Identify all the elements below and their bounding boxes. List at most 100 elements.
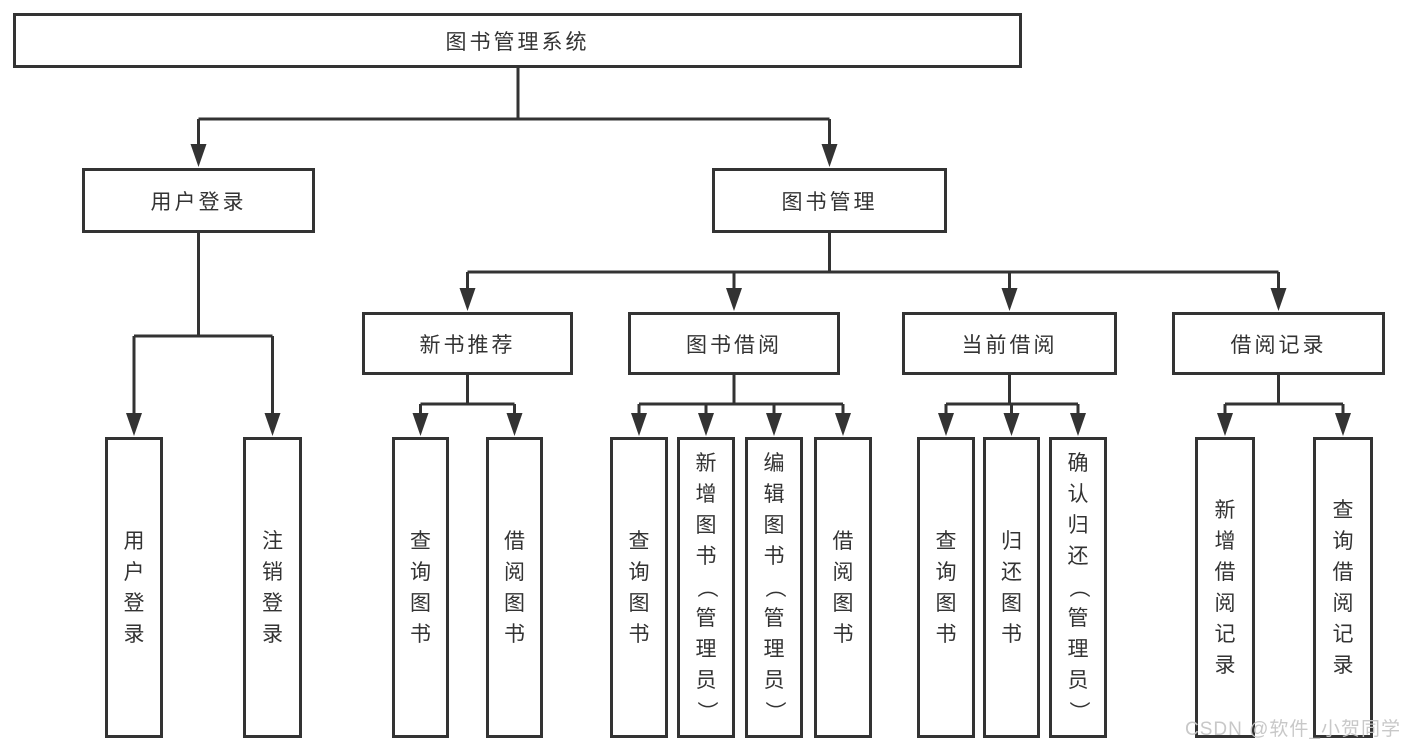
vertical-char: ） — [762, 701, 786, 722]
vertical-char: 图 — [504, 591, 525, 615]
vertical-char: 借 — [1332, 560, 1354, 584]
leaf-query-books-recommend: 查询图书 — [392, 437, 449, 738]
leaf-edit-book-admin: 编辑图书 （ 管理员 ） — [745, 437, 803, 738]
node-book-borrow: 图书借阅 — [628, 312, 840, 375]
vertical-char: 图 — [763, 514, 785, 537]
leaf-borrow-books-recommend: 借阅图书 — [486, 437, 543, 738]
vertical-char: 录 — [262, 622, 283, 646]
node-user-login: 用户登录 — [82, 168, 315, 233]
vertical-char: 注 — [262, 529, 283, 553]
vertical-char: ） — [1066, 701, 1090, 722]
vertical-char: 认 — [1067, 483, 1089, 506]
vertical-char: 图 — [628, 591, 650, 615]
vertical-char: 查 — [410, 529, 431, 553]
leaf-label: 用户登录 — [124, 531, 145, 645]
vertical-char: 图 — [935, 591, 957, 615]
vertical-char: 阅 — [832, 560, 854, 584]
vertical-char: 阅 — [504, 560, 525, 584]
vertical-char: 书 — [935, 622, 957, 646]
vertical-char: 借 — [504, 529, 525, 553]
vertical-char: 书 — [763, 545, 785, 568]
vertical-char: 查 — [628, 529, 650, 553]
vertical-char: 书 — [410, 622, 431, 646]
leaf-label: 借阅图书 — [504, 531, 525, 645]
vertical-char: 还 — [1067, 545, 1089, 568]
vertical-char: 登 — [262, 591, 283, 615]
vertical-char: 查 — [1332, 498, 1354, 522]
vertical-char: 管 — [1067, 607, 1089, 630]
vertical-char: ） — [694, 701, 718, 722]
vertical-char: 阅 — [1214, 591, 1236, 615]
vertical-char: 辑 — [763, 483, 785, 506]
vertical-char: 阅 — [1332, 591, 1354, 615]
vertical-char: 管 — [763, 607, 785, 630]
leaf-label: 借阅图书 — [833, 531, 854, 645]
leaf-label: 查询图书 — [410, 531, 431, 645]
vertical-char: 录 — [1332, 653, 1354, 677]
vertical-char: 录 — [123, 622, 145, 646]
vertical-char: 书 — [695, 545, 717, 568]
leaf-user-login: 用户登录 — [105, 437, 163, 738]
vertical-char: 询 — [628, 560, 650, 584]
leaf-label: 确认归还 （ 管理员 ） — [1066, 452, 1090, 722]
leaf-confirm-return-admin: 确认归还 （ 管理员 ） — [1049, 437, 1107, 738]
node-current-borrow: 当前借阅 — [902, 312, 1117, 375]
vertical-char: 查 — [935, 529, 957, 553]
vertical-char: 归 — [1067, 514, 1089, 537]
vertical-char: 录 — [1214, 653, 1236, 677]
vertical-char: 员 — [763, 669, 785, 692]
leaf-query-borrow-record: 查询借阅记录 — [1313, 437, 1373, 738]
vertical-char: 询 — [1332, 529, 1354, 553]
leaf-add-book-admin: 新增图书（管理员） — [677, 437, 735, 738]
leaf-label: 查询借阅记录 — [1333, 500, 1354, 676]
vertical-char: （ — [1066, 577, 1090, 598]
vertical-char: 借 — [832, 529, 854, 553]
vertical-char: 记 — [1214, 622, 1236, 646]
leaf-logout: 注销登录 — [243, 437, 302, 738]
watermark: CSDN @软件_小贺同学 — [1185, 719, 1401, 740]
vertical-char: 新 — [1214, 498, 1236, 522]
vertical-char: （ — [762, 577, 786, 598]
vertical-char: 增 — [695, 483, 717, 506]
vertical-char: 登 — [123, 591, 145, 615]
leaf-label: 查询图书 — [629, 531, 650, 645]
leaf-query-books-borrow: 查询图书 — [610, 437, 668, 738]
vertical-char: 书 — [1001, 622, 1022, 646]
vertical-char: 图 — [1001, 591, 1022, 615]
node-borrow-records: 借阅记录 — [1172, 312, 1385, 375]
vertical-char: 销 — [262, 560, 283, 584]
leaf-label: 注销登录 — [262, 531, 283, 645]
vertical-char: 员 — [695, 669, 717, 692]
leaf-label: 新增图书（管理员） — [694, 452, 718, 722]
vertical-char: 编 — [763, 452, 785, 475]
vertical-char: 用 — [123, 529, 145, 553]
vertical-char: 管 — [695, 607, 717, 630]
leaf-label: 查询图书 — [936, 531, 957, 645]
leaf-label: 编辑图书 （ 管理员 ） — [762, 452, 786, 722]
vertical-char: 图 — [410, 591, 431, 615]
leaf-query-books-current: 查询图书 — [917, 437, 975, 738]
vertical-char: 确 — [1067, 452, 1089, 475]
vertical-char: 还 — [1001, 560, 1022, 584]
vertical-char: 书 — [504, 622, 525, 646]
vertical-char: 户 — [123, 560, 145, 584]
leaf-add-borrow-record: 新增借阅记录 — [1195, 437, 1255, 738]
leaf-label: 归还图书 — [1001, 531, 1022, 645]
vertical-char: 借 — [1214, 560, 1236, 584]
node-book-management: 图书管理 — [712, 168, 947, 233]
node-root: 图书管理系统 — [13, 13, 1022, 68]
vertical-char: 增 — [1214, 529, 1236, 553]
vertical-char: 新 — [695, 452, 717, 475]
vertical-char: 图 — [695, 514, 717, 537]
vertical-char: （ — [694, 577, 718, 598]
vertical-char: 书 — [832, 622, 854, 646]
vertical-char: 理 — [763, 638, 785, 661]
vertical-char: 询 — [935, 560, 957, 584]
leaf-return-books: 归还图书 — [983, 437, 1040, 738]
vertical-char: 员 — [1067, 669, 1089, 692]
vertical-char: 理 — [1067, 638, 1089, 661]
vertical-char: 书 — [628, 622, 650, 646]
vertical-char: 询 — [410, 560, 431, 584]
